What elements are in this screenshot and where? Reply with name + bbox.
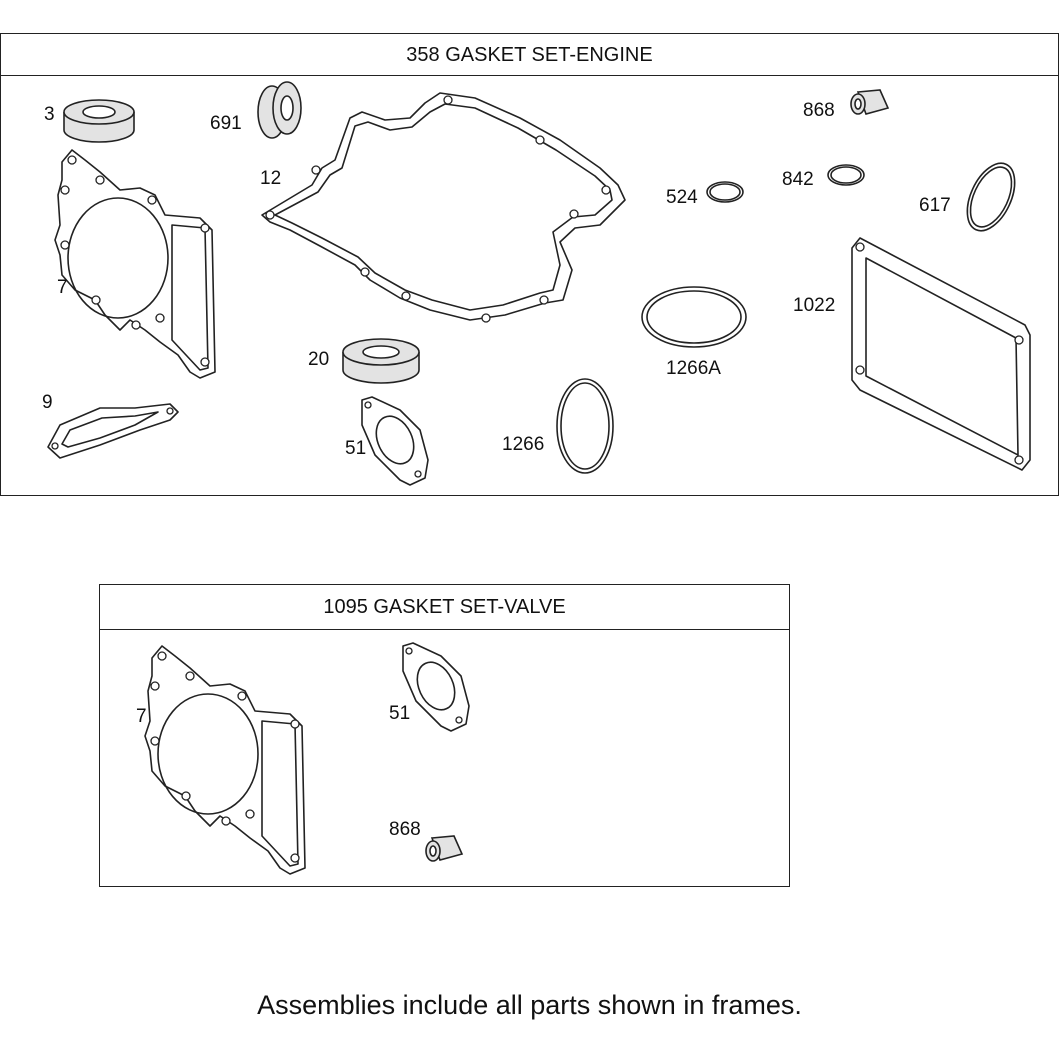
frame-title-valve: 1095 GASKET SET-VALVE [100,585,789,630]
callout-20: 20 [308,349,330,370]
callout-524: 524 [666,187,698,208]
callout-12: 12 [260,168,282,189]
assemblies-note: Assemblies include all parts shown in fr… [257,990,802,1020]
part-524-o-ring[interactable] [706,181,744,203]
callout-1266: 1266 [502,434,545,455]
valve-callout-868: 868 [389,819,421,840]
part-7-cylinder-head-gasket[interactable] [54,149,216,379]
callout-868: 868 [803,100,835,121]
part-51-intake-gasket[interactable] [361,396,429,486]
part-691-oil-seal[interactable] [257,81,302,139]
callout-617: 617 [919,195,951,216]
valve-part-868-valve-seal[interactable] [425,835,464,862]
callout-7: 7 [57,277,68,298]
callout-51: 51 [345,438,367,459]
callout-842: 842 [782,169,814,190]
valve-part-7-cylinder-head-gasket[interactable] [144,645,306,875]
valve-callout-51: 51 [389,703,411,724]
callout-9: 9 [42,392,53,413]
valve-part-51-intake-gasket[interactable] [402,642,470,732]
part-20-oil-seal[interactable] [342,338,420,384]
part-1266-o-ring[interactable] [556,378,614,474]
part-12-crankcase-gasket[interactable] [261,92,626,323]
callout-1022: 1022 [793,295,836,316]
part-868-valve-seal[interactable] [850,89,890,115]
callout-1266a: 1266A [666,358,721,379]
part-1266a-o-ring[interactable] [641,286,747,348]
part-3-oil-seal[interactable] [63,99,135,143]
part-617-o-ring[interactable] [958,156,1025,238]
part-9-gasket[interactable] [47,403,179,459]
callout-3: 3 [44,104,55,125]
valve-callout-7: 7 [136,706,147,727]
part-842-o-ring[interactable] [827,164,865,186]
frame-title-engine: 358 GASKET SET-ENGINE [1,34,1058,76]
callout-691: 691 [210,113,242,134]
part-1022-rocker-cover-gasket[interactable] [851,237,1031,471]
